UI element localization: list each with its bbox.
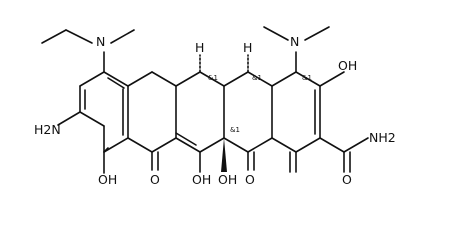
bond bbox=[295, 137, 321, 153]
bond bbox=[103, 137, 129, 153]
bond bbox=[79, 111, 105, 127]
bond bbox=[263, 26, 289, 41]
stereo-label-4: &1 bbox=[230, 126, 240, 134]
bond bbox=[271, 71, 297, 87]
bond bbox=[343, 137, 369, 153]
bond bbox=[175, 132, 197, 146]
bond bbox=[110, 29, 135, 44]
atom-dimethylamino-n: N bbox=[290, 34, 299, 49]
wedge-bond bbox=[221, 138, 227, 172]
bond bbox=[319, 137, 345, 153]
atom-amide-nh2: NH2 bbox=[369, 130, 396, 145]
bond bbox=[127, 71, 153, 87]
bond bbox=[151, 137, 177, 153]
bond bbox=[223, 137, 249, 153]
bond bbox=[103, 71, 129, 87]
bond bbox=[247, 71, 273, 87]
atom-stereo-h-left: H bbox=[195, 40, 204, 55]
atom-enol-oh-middle: OH bbox=[192, 172, 211, 187]
bond bbox=[319, 71, 345, 87]
bond bbox=[199, 137, 225, 153]
stereo-label-1: &1 bbox=[208, 74, 218, 82]
bond bbox=[175, 137, 201, 153]
bond bbox=[79, 71, 105, 87]
bond bbox=[223, 71, 249, 87]
bond bbox=[247, 137, 273, 153]
bond bbox=[199, 71, 225, 87]
bond bbox=[41, 29, 67, 44]
bond bbox=[57, 111, 81, 126]
atom-keto-right: O bbox=[245, 172, 255, 187]
structure-svg: N N H2N OH OH OH OH O O O NH2 H H &1 &1 … bbox=[34, 26, 396, 187]
molecule-diagram: N N H2N OH OH OH OH O O O NH2 H H &1 &1 … bbox=[34, 26, 396, 187]
stereo-label-3: &1 bbox=[302, 74, 312, 82]
atom-enol-oh-top: OH bbox=[338, 58, 357, 73]
atom-stereo-h-right: H bbox=[243, 40, 252, 55]
atom-junction-oh: OH bbox=[218, 172, 237, 187]
bond bbox=[65, 29, 93, 44]
bond bbox=[175, 71, 201, 87]
bond bbox=[271, 137, 297, 153]
bond bbox=[304, 26, 330, 41]
bond bbox=[107, 77, 125, 89]
bond bbox=[295, 71, 321, 87]
stereo-label-2: &1 bbox=[252, 74, 262, 82]
bond bbox=[127, 137, 153, 153]
bond bbox=[103, 147, 109, 153]
atom-keto-left: O bbox=[150, 172, 160, 187]
atom-amino-group: H2N bbox=[34, 122, 61, 137]
atom-phenol-oh: OH bbox=[98, 172, 117, 187]
atom-amide-o: O bbox=[342, 172, 352, 187]
atom-ethyl-methyl-n: N bbox=[96, 34, 105, 49]
bond bbox=[151, 71, 177, 87]
